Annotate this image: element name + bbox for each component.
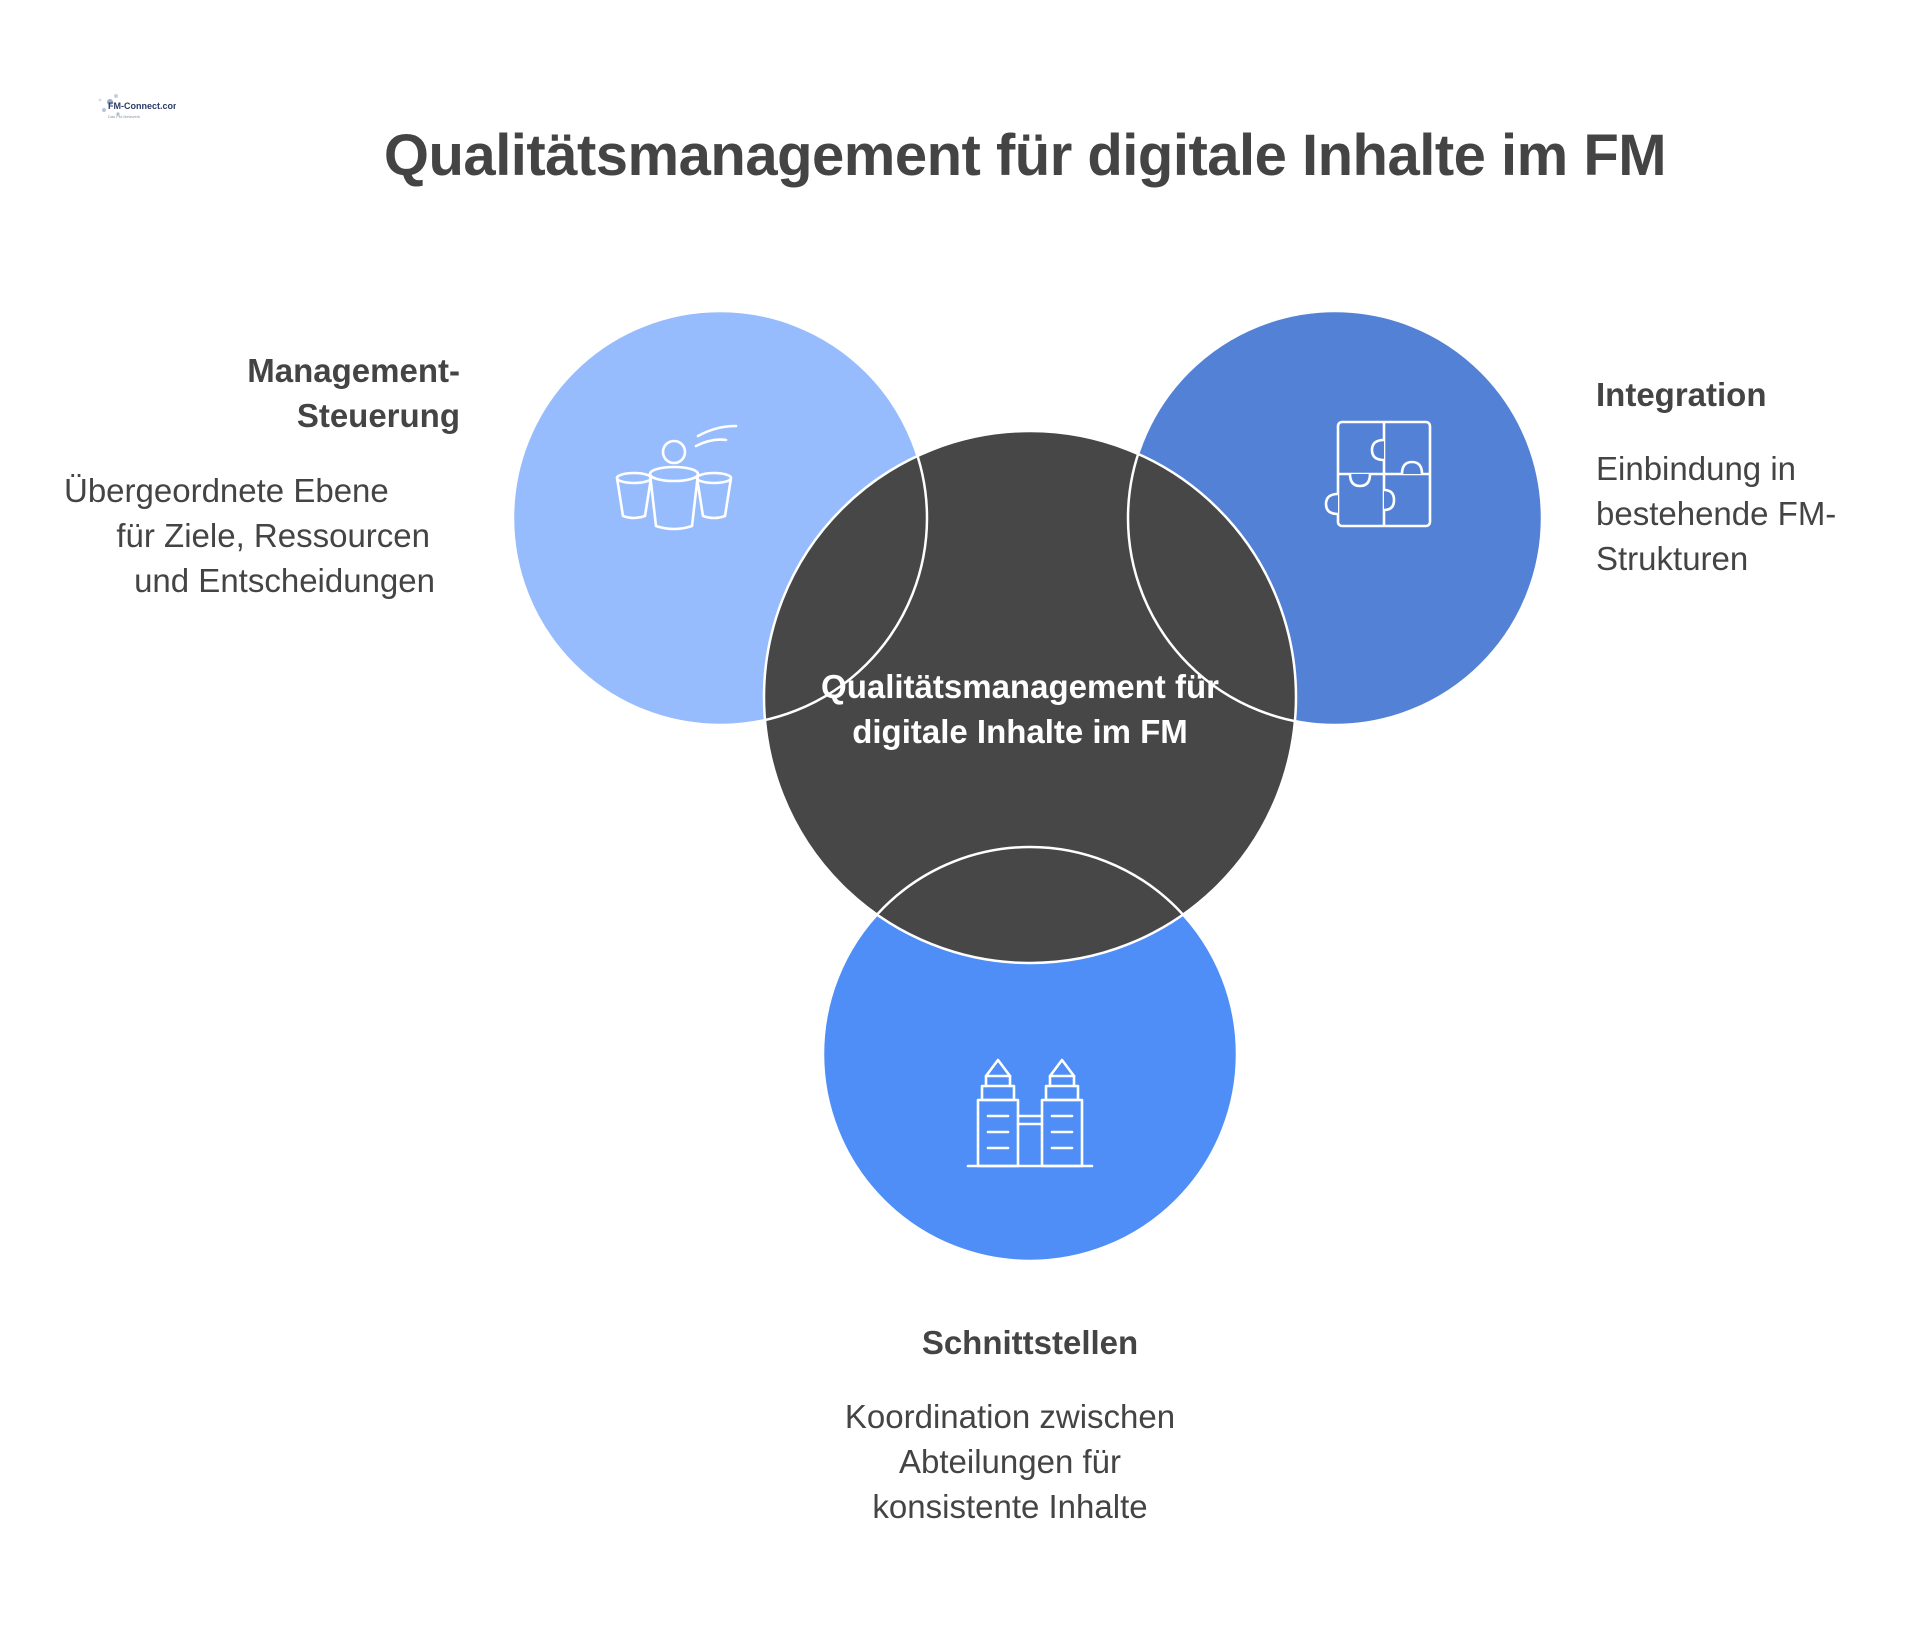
center-label-line2: digitale Inhalte im FM [852,713,1188,750]
schnittstellen-heading: Schnittstellen [921,1324,1139,1361]
puzzle-icon [1324,420,1432,528]
management-desc-line: Übergeordnete Ebene [64,472,389,509]
management-heading-line2: Steuerung [296,397,460,434]
management-heading-line1: Management- [247,352,460,389]
people-buckets-icon [615,424,738,531]
page-title: Qualitätsmanagement für digitale Inhalte… [383,123,1667,188]
management-desc-line: und Entscheidungen [134,562,435,599]
center-label: Qualitätsmanagement für digitale Inhalte… [760,664,1280,754]
logo-subtext: Das FM-Netzwerk [108,114,140,119]
integration-desc-line: Einbindung in [1596,450,1796,487]
fm-connect-logo: FM-Connect.com Das FM-Netzwerk [98,94,176,119]
center-circle [764,431,1296,963]
center-label-line1: Qualitätsmanagement für [821,668,1219,705]
management-description: Übergeordnete Ebene für Ziele, Ressource… [50,468,460,603]
schnittstellen-desc-line: Koordination zwischen [844,1398,1176,1435]
management-heading: Management- Steuerung [160,348,460,438]
schnittstellen-desc-line: konsistente Inhalte [872,1488,1148,1525]
integration-heading: Integration [1596,376,1767,413]
schnittstellen-desc-line: Abteilungen für [899,1443,1121,1480]
connected-towers-icon [966,1058,1094,1168]
schnittstellen-description: Koordination zwischen Abteilungen für ko… [790,1394,1230,1529]
integration-description: Einbindung in bestehende FM- Strukturen [1596,446,1896,581]
schnittstellen-circle [823,847,1237,1261]
logo-text: FM-Connect.com [108,101,176,111]
integration-desc-line: Strukturen [1596,540,1749,577]
integration-desc-line: bestehende FM- [1596,495,1837,532]
management-desc-line: für Ziele, Ressourcen [116,517,430,554]
